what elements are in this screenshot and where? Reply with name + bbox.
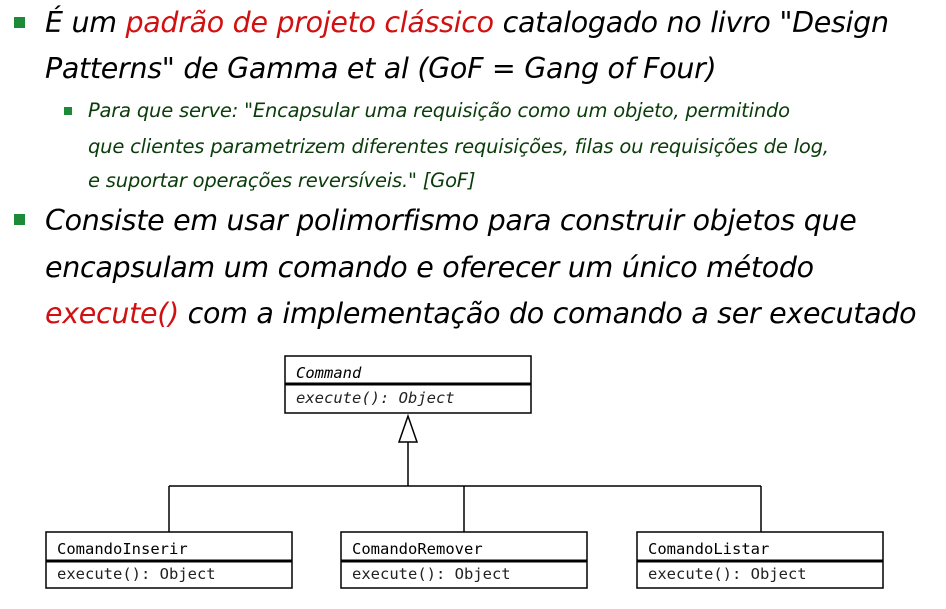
bullet-2-line-3: execute() com a implementação do comando…	[45, 293, 935, 335]
class-operation: execute(): Object	[648, 565, 807, 583]
uml-class-comando-listar: ComandoListar execute(): Object	[636, 531, 884, 589]
uml-class-comando-inserir: ComandoInserir execute(): Object	[45, 531, 293, 589]
sub-bullet-line-3: e suportar operações reversíveis." [GoF]	[88, 169, 476, 192]
inheritance-triangle	[397, 413, 419, 443]
bullet-1-highlight: padrão de projeto clássico	[125, 6, 494, 39]
class-name: ComandoInserir	[57, 540, 188, 558]
interface-name: Command	[296, 364, 362, 382]
uml-class-comando-remover: ComandoRemover execute(): Object	[340, 531, 588, 589]
bullet-1-rest: catalogado no livro "Design	[493, 6, 889, 39]
sub-bullet-line-1: Para que serve: "Encapsular uma requisiç…	[88, 99, 790, 122]
class-name: ComandoRemover	[352, 540, 483, 558]
interface-operation: execute(): Object	[296, 389, 455, 407]
bullet-2-line-2: encapsulam um comando e oferecer um únic…	[45, 251, 814, 284]
class-operation: execute(): Object	[57, 565, 216, 583]
bullet-marker-1	[14, 17, 25, 28]
bullet-1-prefix: É um	[45, 6, 126, 39]
bullet-2-line-1: Consiste em usar polimorfismo para const…	[45, 204, 857, 237]
class-operation: execute(): Object	[352, 565, 511, 583]
uml-interface-command: Command execute(): Object	[284, 355, 532, 414]
bullet-2-highlight: execute()	[45, 297, 179, 330]
bullet-1-line-2: Patterns" de Gamma et al (GoF = Gang of …	[45, 52, 717, 85]
bullet-marker-2	[14, 214, 25, 225]
sub-bullet-marker	[64, 107, 72, 115]
bullet-2-rest: com a implementação do comando a ser exe…	[178, 297, 917, 330]
generalization-arrow	[168, 413, 762, 532]
sub-bullet-line-2: que clientes parametrizem diferentes req…	[88, 135, 829, 158]
bullet-1-line-1: É um padrão de projeto clássico cataloga…	[45, 2, 935, 44]
class-name: ComandoListar	[648, 540, 769, 558]
